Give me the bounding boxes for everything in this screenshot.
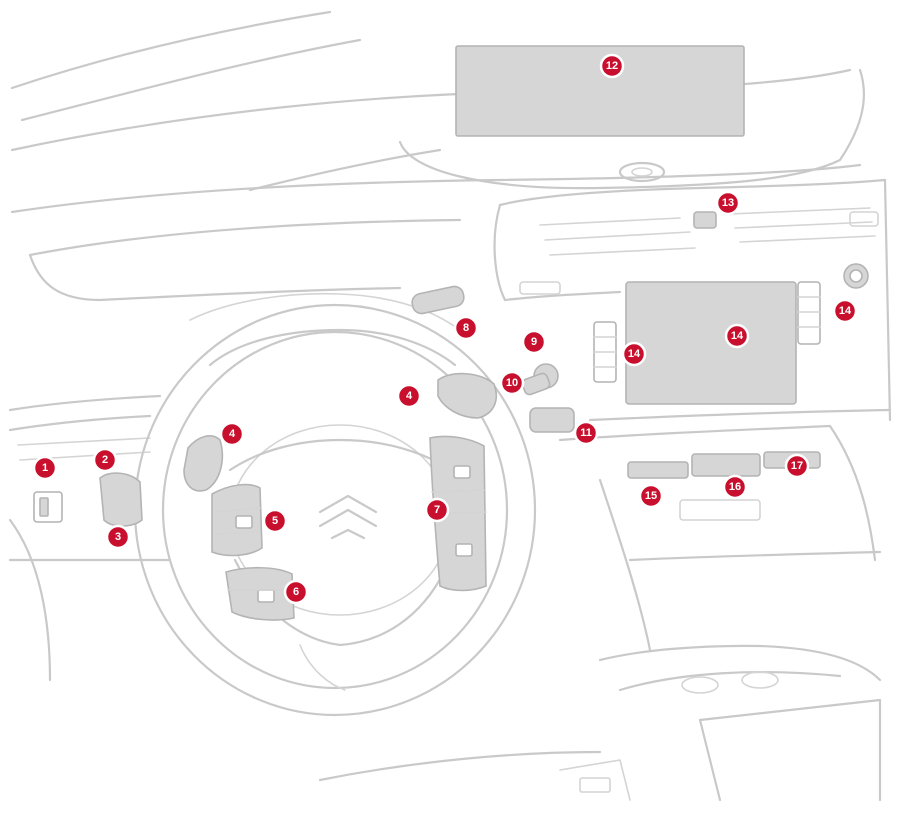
callout-4-right: 4 xyxy=(396,383,422,409)
callout-15: 15 xyxy=(638,483,664,509)
callout-14-screen: 14 xyxy=(724,323,750,349)
callout-label: 1 xyxy=(42,462,48,474)
callout-3: 3 xyxy=(105,524,131,550)
callout-label: 16 xyxy=(729,481,741,493)
callout-label: 11 xyxy=(580,427,592,439)
callout-label: 14 xyxy=(839,305,852,317)
callout-label: 12 xyxy=(606,60,618,72)
parts xyxy=(33,45,869,621)
right-button-column xyxy=(797,281,821,345)
callout-17: 17 xyxy=(784,453,810,479)
touchscreen xyxy=(625,281,797,405)
hazard-button xyxy=(693,211,717,229)
callout-11: 11 xyxy=(573,420,599,446)
upper-control xyxy=(411,285,465,315)
dashboard-outline xyxy=(8,10,892,802)
callout-6: 6 xyxy=(283,579,309,605)
callout-1: 1 xyxy=(32,455,58,481)
callout-label: 2 xyxy=(102,454,108,466)
callout-label: 6 xyxy=(293,586,299,598)
callout-label: 5 xyxy=(272,515,278,527)
left-stalk xyxy=(99,472,143,527)
callout-label: 10 xyxy=(506,377,518,389)
callout-2: 2 xyxy=(92,447,118,473)
callouts: 1 2 3 4 4 5 6 7 8 9 10 1 xyxy=(32,53,858,605)
callout-7: 7 xyxy=(424,497,450,523)
callout-label: 3 xyxy=(115,531,121,543)
callout-label: 14 xyxy=(628,348,641,360)
console-switch xyxy=(529,407,575,433)
head-up-display xyxy=(455,45,745,137)
callout-label: 13 xyxy=(722,197,734,209)
callout-label: 17 xyxy=(791,460,803,472)
callout-label: 4 xyxy=(406,390,413,402)
callout-label: 4 xyxy=(229,428,236,440)
callout-14-left: 14 xyxy=(621,341,647,367)
callout-14-right: 14 xyxy=(832,298,858,324)
callout-label: 14 xyxy=(731,330,744,342)
callout-label: 8 xyxy=(463,322,469,334)
left-paddle xyxy=(183,435,224,492)
callout-12: 12 xyxy=(599,53,625,79)
callout-5: 5 xyxy=(262,508,288,534)
callout-4-left: 4 xyxy=(219,421,245,447)
lower-button-center xyxy=(691,453,761,477)
callout-10: 10 xyxy=(499,370,525,396)
lower-button-left xyxy=(627,461,689,479)
callout-16: 16 xyxy=(722,474,748,500)
right-stalk xyxy=(437,372,498,419)
callout-label: 9 xyxy=(531,336,537,348)
callout-label: 15 xyxy=(645,490,657,502)
callout-8: 8 xyxy=(453,315,479,341)
callout-9: 9 xyxy=(521,329,547,355)
callout-label: 7 xyxy=(434,504,440,516)
callout-13: 13 xyxy=(715,190,741,216)
